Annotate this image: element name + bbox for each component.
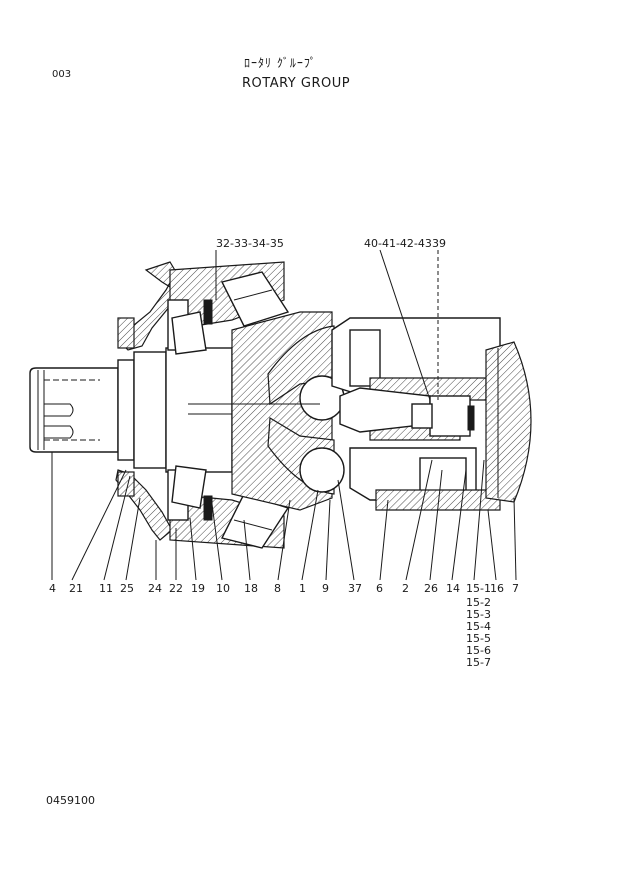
- bottom-leaders: [51, 452, 517, 581]
- callout-bottom: 16: [490, 582, 504, 595]
- callout-stacked: 15-3: [466, 608, 491, 621]
- cylinder-block: [331, 317, 501, 511]
- callout-bottom: 14: [446, 582, 460, 595]
- callout-bottom: 18: [244, 582, 258, 595]
- callout-bottom: 1: [299, 582, 306, 595]
- callout-stacked: 15-5: [466, 632, 491, 645]
- callout-bottom: 15-1: [466, 582, 491, 595]
- callout-top-40-43: 40-41-42-43: [364, 237, 432, 250]
- callout-bottom: 4: [49, 582, 56, 595]
- callout-bottom: 6: [376, 582, 383, 595]
- roller-bearing-upper: [171, 271, 290, 355]
- callout-bottom: 11: [99, 582, 113, 595]
- callout-top-32-35: 32-33-34-35: [216, 237, 284, 250]
- callout-stacked: 15-6: [466, 644, 491, 657]
- cylinder-body: [188, 311, 345, 511]
- callout-bottom: 2: [402, 582, 409, 595]
- callout-top-39: 39: [432, 237, 446, 250]
- callout-bottom: 7: [512, 582, 519, 595]
- callout-stacked: 15-2: [466, 596, 491, 609]
- callout-bottom: 8: [274, 582, 281, 595]
- title-english: ROTARY GROUP: [242, 76, 351, 91]
- callout-bottom: 26: [424, 582, 438, 595]
- callout-bottom: 22: [169, 582, 183, 595]
- callout-bottom: 37: [348, 582, 362, 595]
- page-code: 003: [52, 69, 72, 80]
- callout-bottom: 10: [216, 582, 230, 595]
- drive-shaft: [29, 347, 300, 473]
- callout-bottom: 25: [120, 582, 134, 595]
- roller-bearing-lower: [171, 465, 290, 549]
- valve-plate: [485, 341, 532, 503]
- drawing-number: 0459100: [46, 794, 95, 807]
- callout-bottom: 19: [191, 582, 205, 595]
- top-leaders: [215, 249, 439, 401]
- callout-bottom: 24: [148, 582, 162, 595]
- callout-stacked: 15-7: [466, 656, 491, 669]
- callout-bottom: 21: [69, 582, 83, 595]
- title-japanese: ﾛｰﾀﾘ ｸﾞﾙｰﾌﾟ: [244, 56, 317, 70]
- callout-bottom: 9: [322, 582, 329, 595]
- callout-stacked: 15-4: [466, 620, 491, 633]
